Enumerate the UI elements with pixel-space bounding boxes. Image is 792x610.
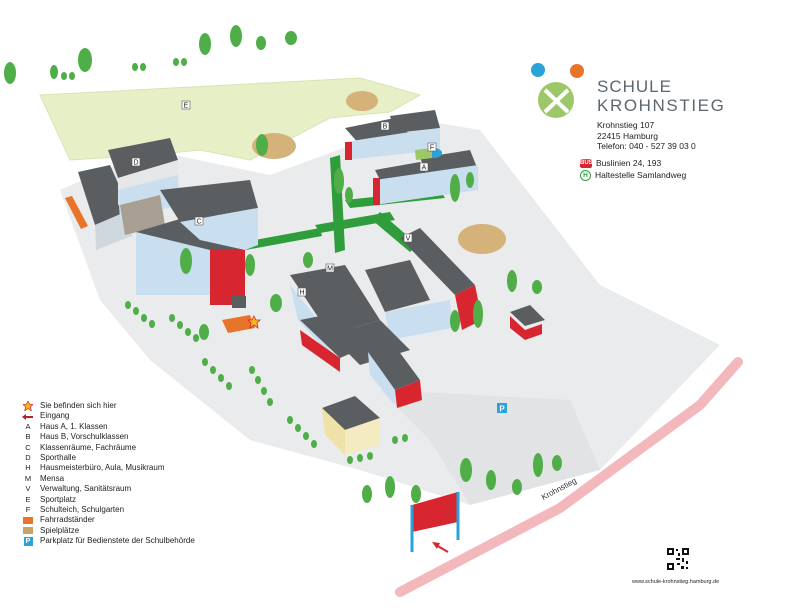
legend-swatch xyxy=(22,516,34,524)
phone: Telefon: 040 - 527 39 03 0 xyxy=(597,141,696,151)
school-name-line2: KROHNSTIEG xyxy=(597,96,726,115)
playground xyxy=(346,91,378,111)
bike-stand xyxy=(222,315,255,333)
building-v xyxy=(365,228,482,340)
address-street: Krohnstieg 107 xyxy=(597,120,655,130)
school-name-line1: SCHULE xyxy=(597,77,672,96)
transit-info: BUS Buslinien 24, 193 H Haltestelle Saml… xyxy=(580,157,686,181)
legend-swatch xyxy=(22,527,34,535)
legend-item: Fahrradständer xyxy=(22,515,195,525)
svg-text:D: D xyxy=(133,160,138,167)
legend-item: F Schulteich, Schulgarten xyxy=(22,505,195,515)
arrow-icon xyxy=(432,542,449,553)
legend-item: E Sportplatz xyxy=(22,495,195,505)
legend-label: Sporthalle xyxy=(40,452,77,462)
legend-key: H xyxy=(25,463,31,473)
bus-lines: Buslinien 24, 193 xyxy=(596,158,662,168)
legend-label: Schulteich, Schulgarten xyxy=(40,504,125,514)
legend-item: A Haus A, 1. Klassen xyxy=(22,422,195,432)
legend-key: D xyxy=(25,452,31,462)
legend-key: B xyxy=(25,432,31,442)
legend-item: M Mensa xyxy=(22,474,195,484)
svg-text:B: B xyxy=(383,124,388,131)
school-name: SCHULE KROHNSTIEG xyxy=(597,77,725,115)
svg-text:P: P xyxy=(499,405,505,414)
svg-text:V: V xyxy=(406,236,411,243)
road-krohnstieg xyxy=(395,357,743,597)
building-label-a: A xyxy=(419,162,429,172)
building-label-f: F xyxy=(427,142,437,152)
shed xyxy=(232,296,246,308)
legend-key: M xyxy=(24,473,32,483)
legend-item: P Parkplatz für Bedienstete der Schulbehö… xyxy=(22,536,195,546)
hedges xyxy=(61,58,408,464)
building-label-d: D xyxy=(131,157,141,167)
building-label-e: E xyxy=(181,100,191,110)
legend-label: Hausmeisterbüro, Aula, Musikraum xyxy=(40,463,165,473)
qr-code-icon xyxy=(666,547,690,571)
svg-text:F: F xyxy=(430,145,434,152)
legend-item: B Haus B, Vorschulklassen xyxy=(22,432,195,442)
svg-text:H: H xyxy=(299,290,304,297)
legend-key: V xyxy=(25,484,31,494)
parking-icon: P xyxy=(22,536,34,546)
svg-text:E: E xyxy=(184,103,189,110)
legend-key: C xyxy=(25,442,31,452)
legend-label: Parkplatz für Bedienstete der Schulbehör… xyxy=(40,536,195,546)
legend-label: Haus B, Vorschulklassen xyxy=(40,432,129,442)
svg-text:A: A xyxy=(422,165,427,172)
legend-label: Spielplätze xyxy=(40,525,80,535)
school-address: Krohnstieg 107 22415 Hamburg Telefon: 04… xyxy=(597,120,696,152)
building-label-b: B xyxy=(380,121,390,131)
building-label-v: V xyxy=(403,233,413,243)
building-label-h: H xyxy=(297,287,307,297)
bike-stand xyxy=(65,196,88,229)
legend-key: E xyxy=(25,494,31,504)
svg-text:C: C xyxy=(196,219,201,226)
parking-sign: P xyxy=(497,403,507,414)
arrow-icon xyxy=(22,413,34,421)
storage-building xyxy=(510,305,545,340)
building-label-m: M xyxy=(325,263,335,273)
school-gate xyxy=(410,492,460,552)
bus-stop: Haltestelle Samlandweg xyxy=(595,170,687,180)
legend-item: Sie befinden sich hier xyxy=(22,401,195,412)
legend-item: Spielplätze xyxy=(22,526,195,536)
building-c xyxy=(136,180,258,305)
legend-item: H Hausmeisterbüro, Aula, Musikraum xyxy=(22,463,195,473)
legend-label: Sportplatz xyxy=(40,494,77,504)
bus-stop-icon: H xyxy=(580,169,591,181)
building-h xyxy=(300,312,422,408)
playground xyxy=(458,224,506,254)
legend-label: Haus A, 1. Klassen xyxy=(40,421,108,431)
legend-label: Verwaltung, Sanitätsraum xyxy=(40,484,132,494)
legend-label: Fahrradständer xyxy=(40,515,95,525)
star-icon xyxy=(22,401,34,412)
mensa-pavilion xyxy=(322,396,380,455)
legend-label: Eingang xyxy=(40,411,70,421)
legend-item: Eingang xyxy=(22,411,195,421)
legend-key: A xyxy=(25,421,31,431)
building-label-c: C xyxy=(194,216,204,226)
children-logo-icon xyxy=(531,63,584,118)
svg-text:M: M xyxy=(327,266,333,273)
legend-item: C Klassenräume, Fachräume xyxy=(22,443,195,453)
legend-key: F xyxy=(25,504,31,514)
legend-item: V Verwaltung, Sanitätsraum xyxy=(22,484,195,494)
bus-icon: BUS xyxy=(580,158,593,168)
star-icon xyxy=(247,315,261,329)
legend-label: Sie befinden sich hier xyxy=(40,401,117,410)
website-url: www.schule-krohnstieg.hamburg.de xyxy=(632,579,720,585)
legend-label: Mensa xyxy=(40,473,65,483)
address-city: 22415 Hamburg xyxy=(597,130,658,141)
trees xyxy=(4,25,562,503)
legend-label: Klassenräume, Fachräume xyxy=(40,442,137,452)
legend-item: D Sporthalle xyxy=(22,453,195,463)
